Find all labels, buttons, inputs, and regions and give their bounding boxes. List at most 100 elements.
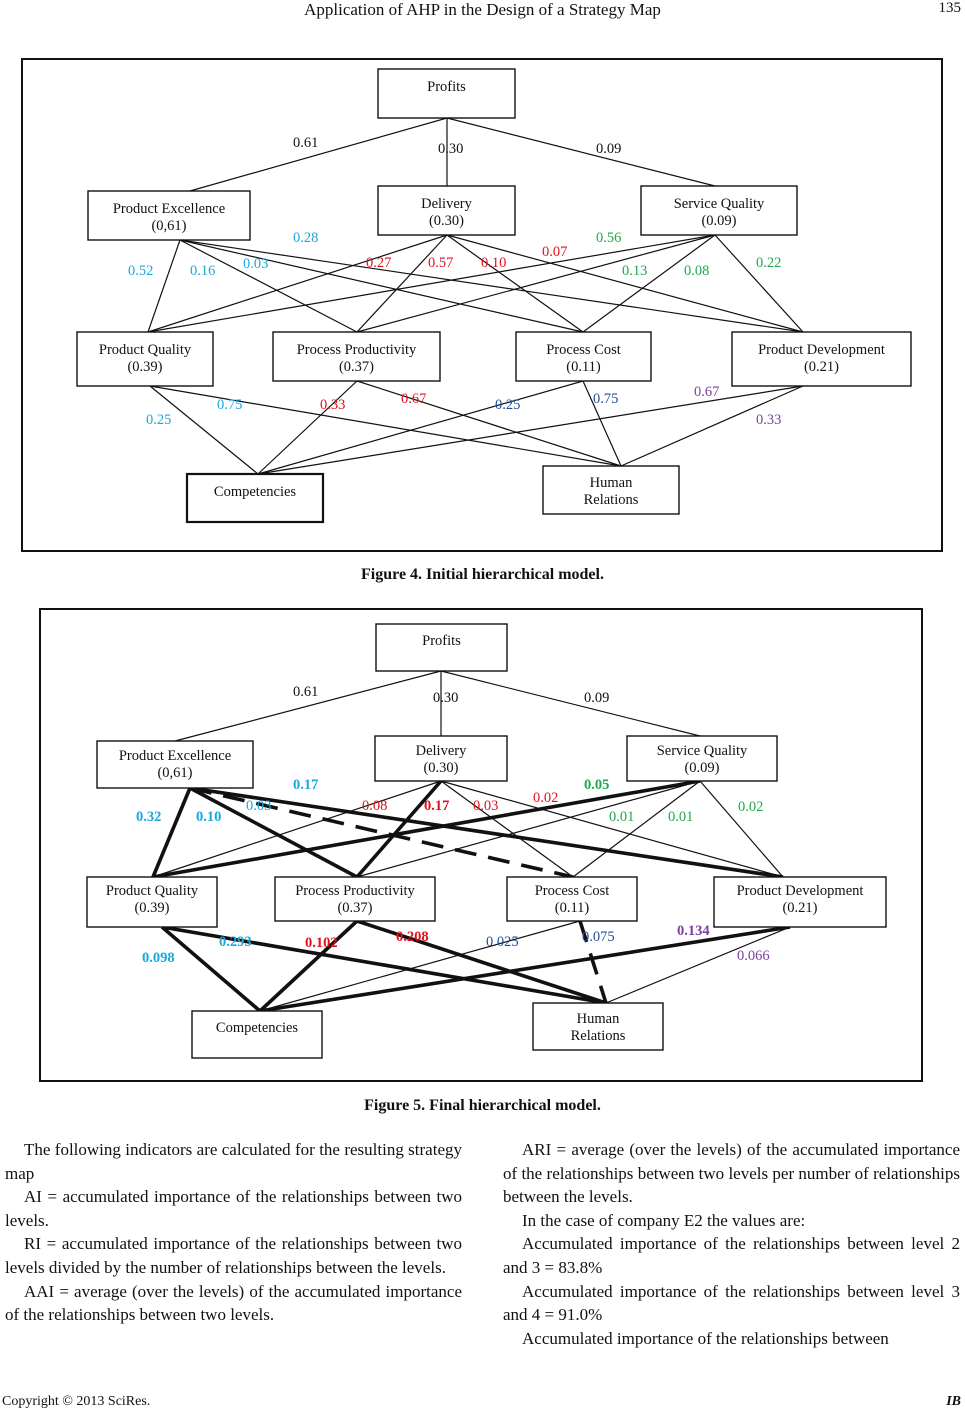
body-column-left: The following indicators are calculated … [5,1138,462,1327]
process-productivity-box [272,331,441,382]
weight-label: 0.02 [738,799,763,815]
profits-box [375,623,508,672]
process-cost-label: (0.11) [555,900,590,916]
relationship-line [147,239,181,333]
relationship-line [356,780,701,878]
relationship-line [446,234,584,333]
product-quality-label: (0.39) [127,359,162,375]
paragraph: Accumulated importance of the relationsh… [503,1234,960,1277]
relationship-line [259,920,581,1012]
delivery-box [374,735,508,782]
relationship-line [446,117,716,187]
relationship-line [440,670,701,737]
body-column-right: ARI = average (over the levels) of the a… [503,1138,960,1350]
relationship-line [152,780,442,878]
relationship-line [147,234,716,333]
weight-label: 0.25 [495,397,520,413]
relationship-line [189,786,358,879]
product-quality-box [86,876,218,928]
figure-4-caption: Figure 4. Initial hierarchical model. [361,566,604,583]
figure-frame [21,58,943,552]
product-quality-label: Product Quality [106,883,199,899]
weight-label: 0.67 [694,384,719,400]
relationship-line [699,780,784,878]
weight-label: 0.102 [305,935,338,951]
relationship-line [174,670,442,742]
product-development-label: (0.21) [804,359,839,375]
service-quality-box [640,185,798,236]
weight-label: 0.098 [142,950,175,966]
product-development-box [713,876,887,928]
weight-label: 0.293 [219,934,252,950]
process-cost-box [506,876,638,922]
weight-label: 0.17 [424,798,449,814]
relationship-line [714,234,804,333]
competencies-label: Competencies [214,484,297,500]
weight-label: 0.27 [366,255,391,271]
weight-label: 0.08 [362,798,387,814]
delivery-label: (0.30) [423,760,458,776]
paragraph: Accumulated importance of the relationsh… [522,1328,889,1348]
relationship-line [152,779,701,879]
relationship-line [356,380,622,467]
weight-label: 0.33 [320,397,345,413]
delivery-label: (0.30) [429,213,464,229]
relationship-line [257,380,584,475]
process-productivity-label: (0.37) [337,900,372,916]
product-quality-label: Product Quality [99,342,192,358]
weight-label: 0.30 [433,690,458,706]
weight-label: 0.05 [584,777,609,793]
process-productivity-label: Process Productivity [297,342,417,358]
weight-label: 0.28 [293,230,318,246]
human-relations-label: Relations [571,1028,626,1044]
weight-label: 0.10 [196,809,221,825]
figure-5-caption: Figure 5. Final hierarchical model. [364,1097,601,1114]
human-relations-label: Relations [584,492,639,508]
relationship-line [605,926,791,1004]
process-productivity-label: (0.37) [339,359,374,375]
relationship-line [149,385,259,475]
weight-label: 0.22 [756,255,781,271]
human-relations-label: Human [590,475,633,491]
weight-label: 0.52 [128,263,153,279]
weight-label: 0.75 [593,391,618,407]
product-excellence-box [96,740,254,789]
product-development-label: Product Development [758,342,885,358]
weight-label: 0.67 [401,391,426,407]
weight-label: 0.01 [668,809,693,825]
profits-label: Profits [427,79,466,95]
weight-label: 0.03 [243,256,268,272]
service-quality-label: Service Quality [657,743,748,759]
relationship-line [582,380,622,467]
relationship-line [257,385,804,475]
weight-label: 0.09 [596,141,621,157]
competencies-box [185,472,325,524]
weight-label: 0.134 [677,923,710,939]
relationship-line [189,786,574,879]
weight-label: 0.61 [293,684,318,700]
paragraph: ARI = average (over the levels) of the a… [503,1140,960,1207]
running-header: Application of AHP in the Design of a St… [304,0,661,19]
weight-label: 0.30 [438,141,463,157]
relationship-line [179,239,358,333]
weight-label: 0.066 [737,948,770,964]
relationship-line [258,919,359,1013]
relationship-line [356,919,607,1005]
weight-label: 0.25 [146,412,171,428]
relationship-line [440,780,784,878]
product-excellence-label: Product Excellence [119,748,231,764]
product-quality-box [76,331,214,387]
relationship-line [179,239,584,333]
relationship-line [446,234,804,333]
relationship-line [179,239,804,333]
weight-label: 0.03 [246,798,271,814]
relationship-line [440,780,574,878]
product-excellence-label: (0,61) [157,765,192,781]
weight-label: 0.08 [684,263,709,279]
service-quality-label: (0.09) [684,760,719,776]
weight-label: 0.208 [396,929,429,945]
process-cost-label: (0.11) [566,359,601,375]
relationship-line [257,380,358,475]
weight-label: 0.075 [582,929,615,945]
relationship-line [620,385,804,467]
